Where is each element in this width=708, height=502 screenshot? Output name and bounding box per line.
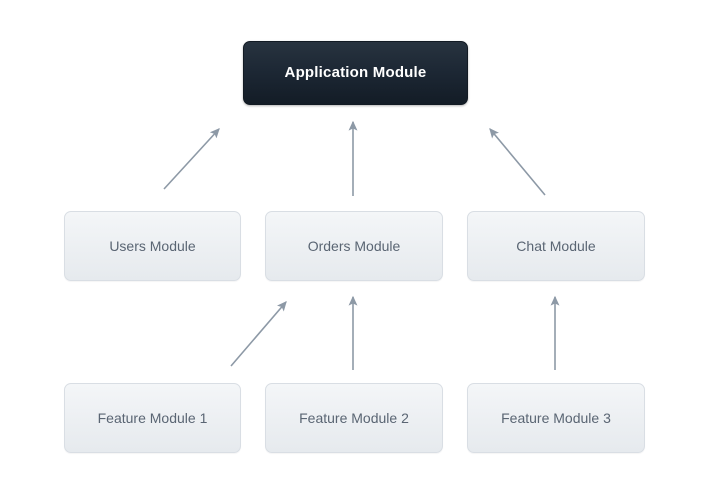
- node-label: Chat Module: [516, 237, 596, 254]
- node-label: Feature Module 3: [501, 409, 611, 426]
- node-label: Users Module: [109, 237, 196, 254]
- node-feature-module-1[interactable]: Feature Module 1: [64, 383, 241, 453]
- node-label: Orders Module: [307, 237, 401, 254]
- node-feature-module-2[interactable]: Feature Module 2: [265, 383, 443, 453]
- node-feature-module-3[interactable]: Feature Module 3: [467, 383, 645, 453]
- node-application-module[interactable]: Application Module: [243, 41, 468, 105]
- edge-users-to-application: [163, 128, 220, 190]
- node-label: Feature Module 1: [97, 409, 208, 426]
- node-label: Application Module: [284, 64, 427, 81]
- node-label: Feature Module 2: [299, 409, 409, 426]
- node-orders-module[interactable]: Orders Module: [265, 211, 443, 281]
- edge-feature1-to-orders: [230, 301, 287, 367]
- node-chat-module[interactable]: Chat Module: [467, 211, 645, 281]
- edge-chat-to-application: [489, 128, 546, 196]
- node-users-module[interactable]: Users Module: [64, 211, 241, 281]
